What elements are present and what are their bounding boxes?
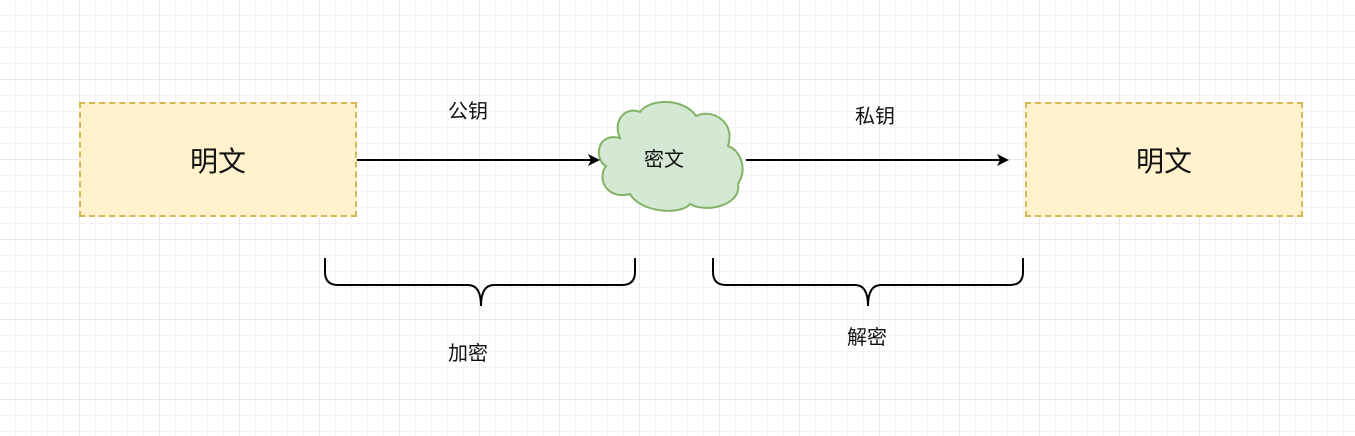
plaintext-left-label: 明文 [189,144,246,178]
private-key-label: 私钥 [855,104,895,128]
brace-encrypt [324,258,636,307]
ciphertext-cloud [597,100,744,212]
encrypt-label: 加密 [448,341,488,365]
plaintext-box-left: 明文 [79,102,357,217]
plaintext-box-right: 明文 [1025,102,1303,217]
plaintext-right-label: 明文 [1135,144,1192,178]
brace-decrypt [712,258,1024,307]
decrypt-label: 解密 [847,325,887,349]
public-key-label: 公钥 [448,99,488,123]
ciphertext-label: 密文 [644,147,684,171]
